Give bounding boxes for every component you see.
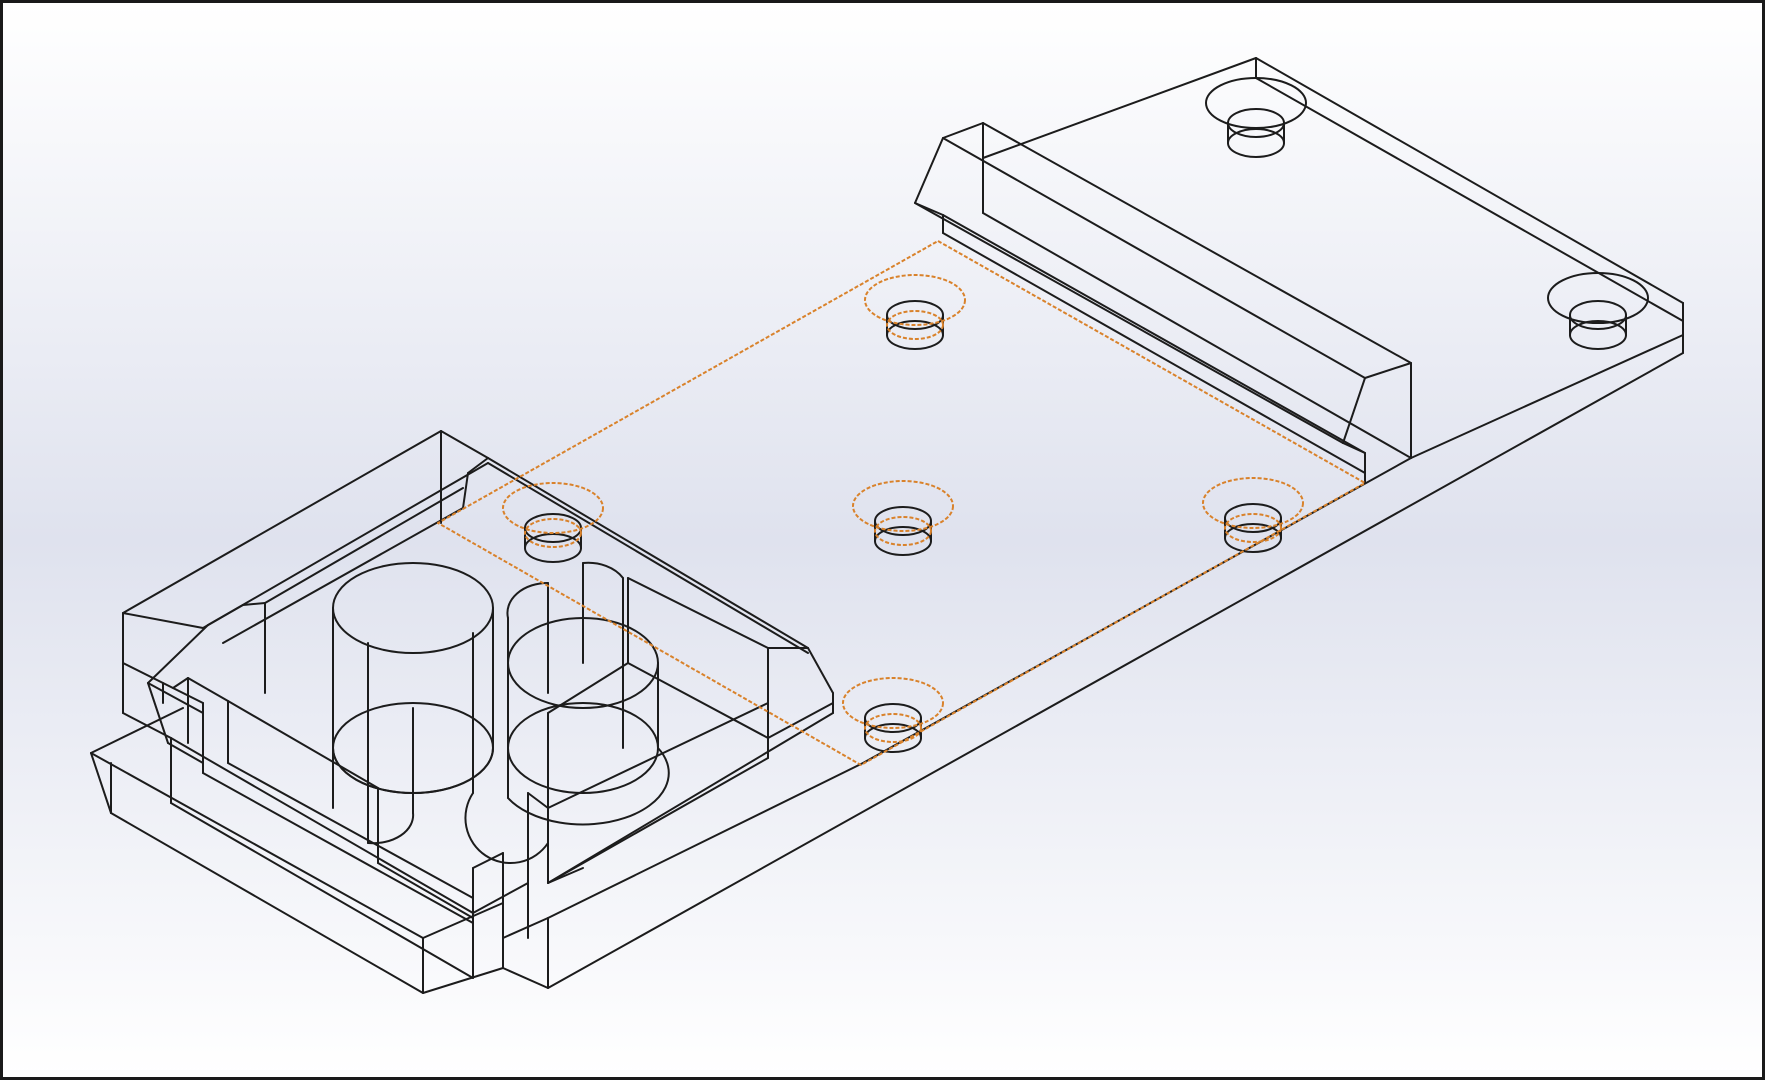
- left-block-chamfer-edges: [147, 602, 266, 764]
- highlight-hole-5: [842, 677, 944, 729]
- cylinder-cut-center: [464, 561, 670, 865]
- highlight-hole-2: [852, 480, 954, 532]
- left-block-edges: [122, 430, 529, 979]
- pocket-edges: [202, 487, 504, 924]
- base-plate-edges: [502, 302, 1684, 989]
- cylinder-cut-left: [332, 562, 494, 845]
- highlight-hole-3: [1202, 477, 1304, 529]
- highlight-hole-1: [864, 274, 966, 326]
- selected-face-highlight[interactable]: [437, 240, 1366, 766]
- left-base-edges: [90, 707, 504, 994]
- highlight-hole-1-inner: [886, 310, 944, 340]
- highlight-hole-3-inner: [1224, 513, 1282, 543]
- center-block-edges: [462, 457, 834, 884]
- wireframe-model[interactable]: [3, 3, 1765, 1080]
- selected-face-outline[interactable]: [437, 240, 1366, 766]
- rail-edges: [914, 122, 1412, 484]
- right-block-edges: [982, 57, 1684, 459]
- highlight-hole-4: [502, 482, 604, 534]
- highlight-hole-4-inner: [524, 518, 582, 548]
- highlight-hole-5-inner: [864, 713, 922, 743]
- hole-edges: [524, 77, 1649, 753]
- highlight-hole-2-inner: [874, 516, 932, 546]
